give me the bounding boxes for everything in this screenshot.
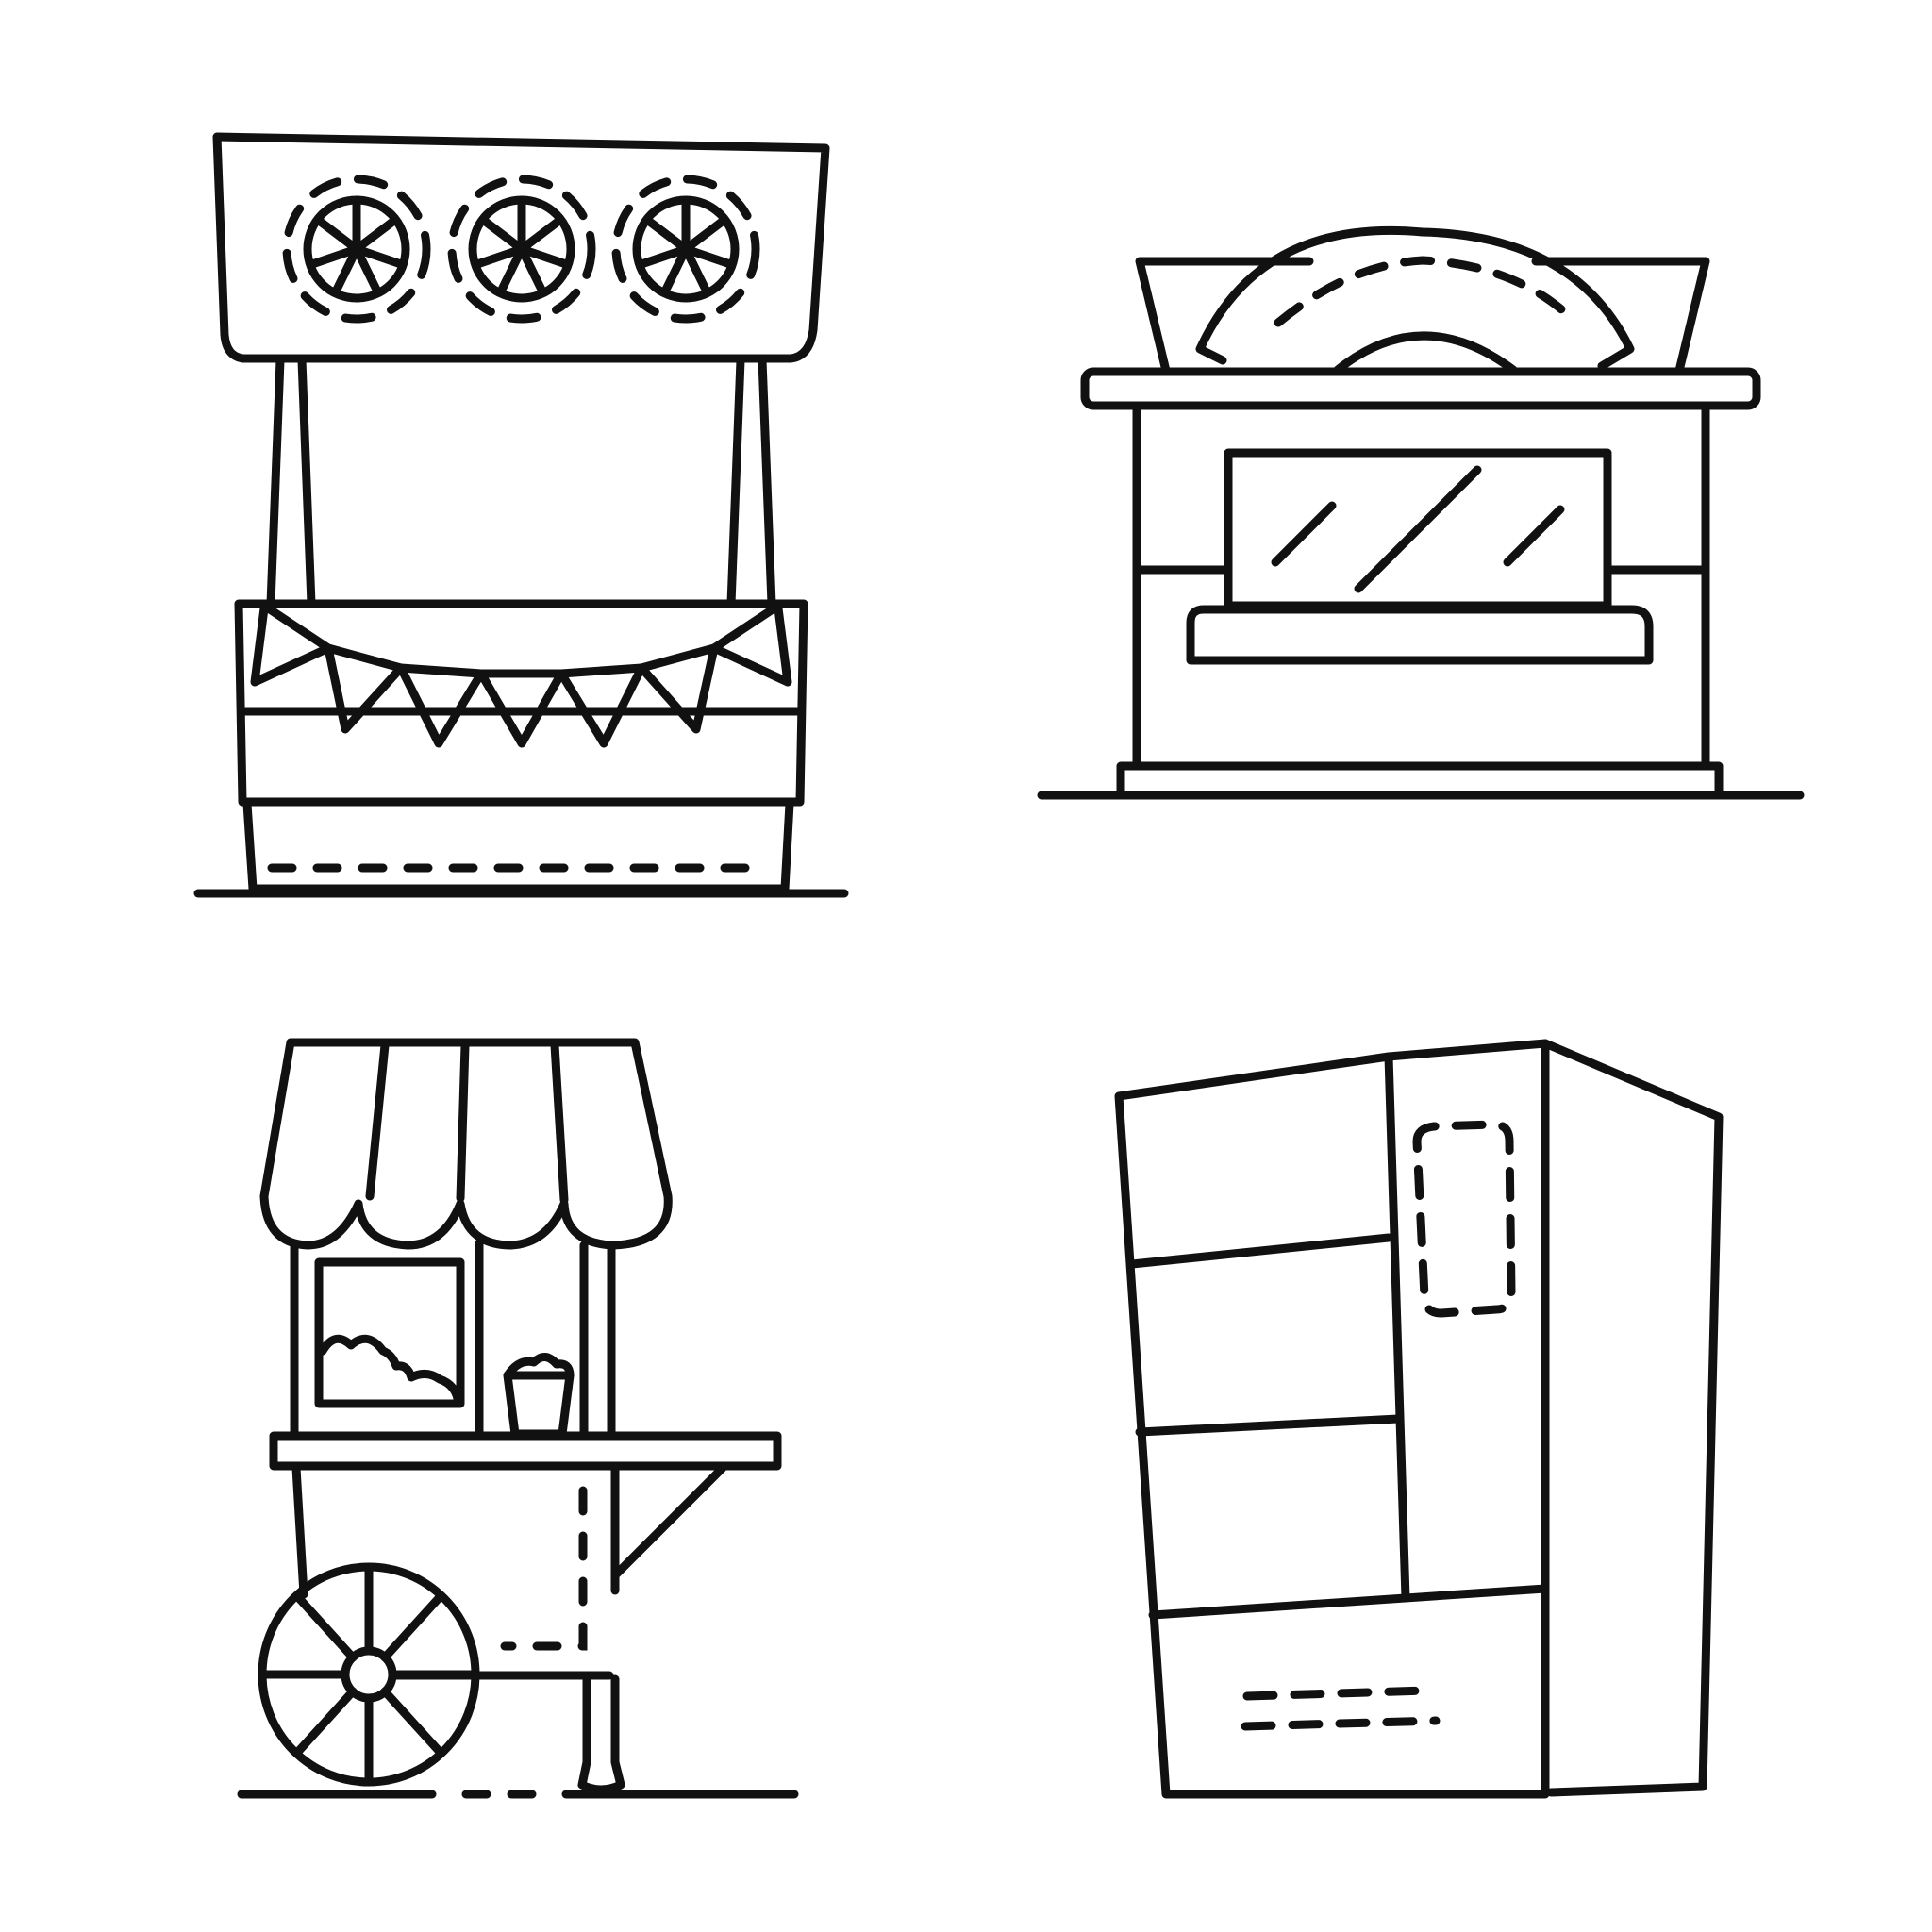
cart-shelf — [269, 1431, 782, 1471]
donut-kiosk-icon — [1037, 225, 1805, 800]
stand-posts — [266, 356, 776, 608]
popcorn-cart-icon — [237, 1038, 799, 1799]
wheel-icon — [258, 1562, 480, 1787]
vending-booth-icon — [1114, 1039, 1724, 1799]
stand-signboard — [212, 132, 830, 363]
cart-leg — [577, 1674, 625, 1794]
stand-counter — [234, 599, 808, 807]
booth-dashed-panel — [1412, 1120, 1516, 1318]
kiosk-counter — [1186, 605, 1654, 665]
cart-posts — [290, 1239, 616, 1441]
kiosk-roof — [1080, 367, 1761, 410]
booth-shelves — [1127, 1233, 1550, 1620]
bunting-flags — [250, 601, 792, 748]
donut-sprinkles — [1274, 256, 1571, 327]
popcorn-window — [314, 1257, 465, 1408]
popcorn-bucket-icon — [503, 1353, 575, 1439]
booth-front — [1114, 1039, 1550, 1799]
lemonade-stand-icon — [193, 132, 849, 898]
stand-base — [242, 799, 794, 893]
popcorn-pile — [318, 1334, 463, 1408]
booth-coin-slot — [1241, 1686, 1441, 1731]
glass-shine — [1271, 465, 1565, 593]
lemon-slice-icon — [611, 175, 760, 324]
cart-brace — [610, 1463, 727, 1580]
lemon-slice-icon — [282, 175, 431, 324]
lemon-slice-icon — [447, 175, 596, 324]
booth-side — [1541, 1039, 1724, 1797]
donut-sign — [1195, 225, 1635, 371]
